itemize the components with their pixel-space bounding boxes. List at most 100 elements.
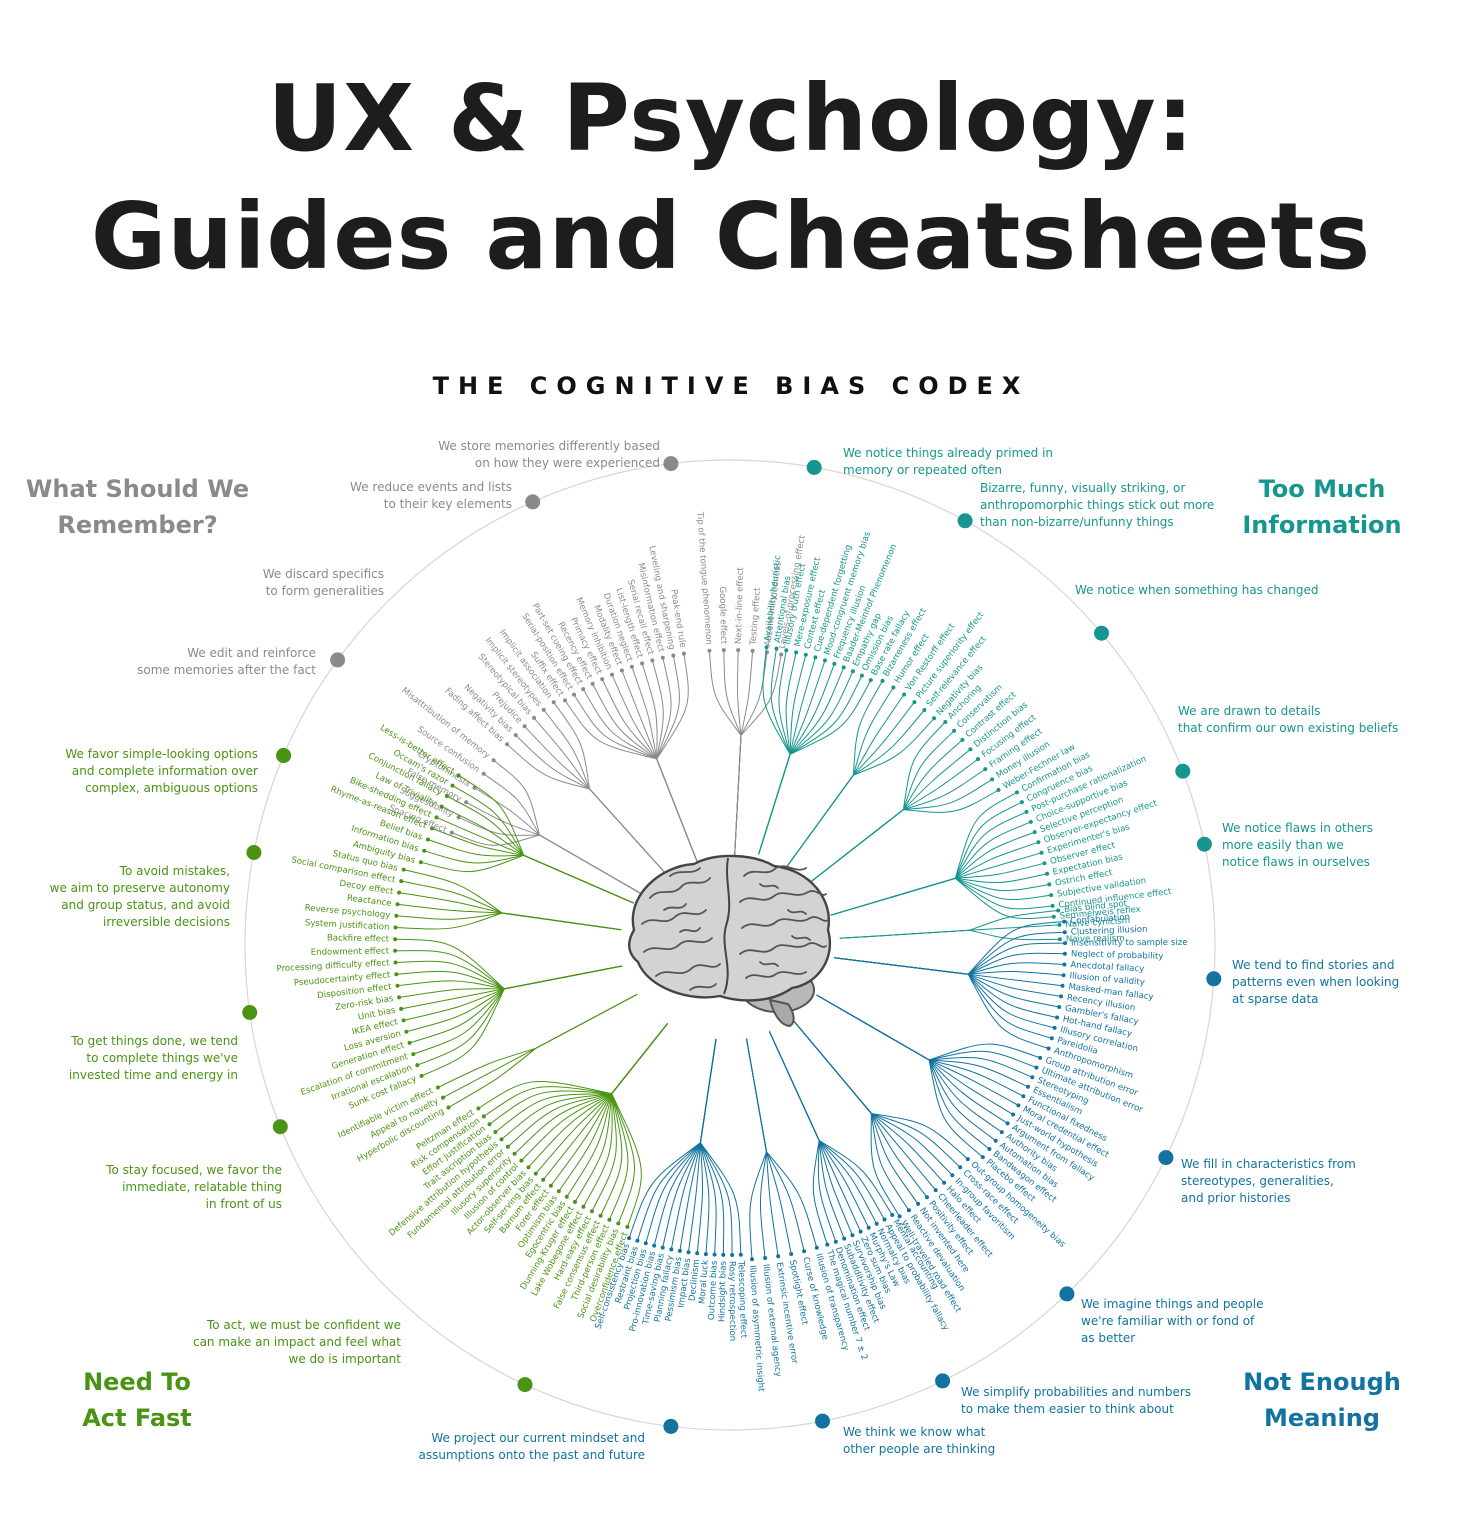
- category-label-line: on how they were experienced: [474, 456, 660, 470]
- branch-line: [592, 683, 698, 862]
- category-label-line: We tend to find stories and: [1232, 958, 1395, 972]
- branch-line: [790, 1017, 901, 1217]
- branch-line: [564, 700, 698, 862]
- bias-node-dot: [730, 1253, 735, 1257]
- bias-node-dot: [541, 1177, 546, 1182]
- branch-line: [420, 854, 634, 904]
- quadrant-title-line: Information: [1242, 511, 1402, 539]
- bias-node-dot: [1055, 1015, 1060, 1020]
- bias-node-dot: [563, 698, 567, 703]
- bias-node-dot: [932, 716, 937, 721]
- branch-line: [830, 831, 1035, 916]
- branch-line: [758, 660, 826, 855]
- bias-label: Clustering illusion: [1071, 925, 1148, 938]
- bias-node-dot: [1038, 1055, 1043, 1060]
- bias-node-dot: [880, 678, 885, 683]
- branch-line: [628, 1038, 717, 1239]
- bias-node-dot: [1046, 1046, 1051, 1051]
- branch-line: [808, 778, 993, 884]
- branch-line: [768, 1031, 853, 1236]
- bias-node-dot: [1042, 861, 1047, 866]
- category-dot: [957, 513, 973, 529]
- category-label-line: to make them easier to think about: [961, 1402, 1174, 1416]
- branch-line: [834, 957, 1064, 976]
- category-dot: [815, 1413, 830, 1429]
- bias-node-dot: [996, 788, 1001, 792]
- category-label-line: we're familiar with or fond of: [1081, 1314, 1255, 1328]
- bias-node-dot: [393, 948, 398, 953]
- bias-label: Backfire effect: [327, 933, 390, 944]
- page-title-line-1: UX & Psychology:: [267, 65, 1195, 172]
- bias-node-dot: [660, 655, 665, 660]
- category-dot: [663, 456, 679, 472]
- branch-line: [785, 709, 925, 869]
- bias-node-dot: [564, 1194, 569, 1199]
- bias-node-dot: [987, 1147, 992, 1151]
- bias-node-dot: [897, 1214, 902, 1219]
- category-label-line: to their key elements: [383, 497, 512, 511]
- bias-node-dot: [493, 1130, 498, 1134]
- bias-label: Moral luck: [697, 1260, 710, 1305]
- branch-line: [746, 1038, 818, 1248]
- branch-line: [723, 650, 742, 856]
- branch-line: [401, 880, 622, 931]
- branch-line: [670, 1038, 717, 1250]
- branch-line: [396, 912, 622, 931]
- category-dot: [1158, 1150, 1174, 1166]
- bias-label: Next-in-line effect: [734, 566, 746, 644]
- branch-line: [834, 921, 1065, 975]
- bias-node-dot: [407, 1040, 412, 1045]
- category-label-line: and complete information over: [71, 764, 258, 778]
- branch-line: [458, 774, 634, 904]
- branch-line: [816, 994, 1041, 1061]
- category-label-line: complex, ambiguous options: [85, 781, 258, 795]
- bias-node-dot: [532, 715, 536, 720]
- bias-node-dot: [1019, 800, 1024, 805]
- bias-node-dot: [712, 1252, 717, 1257]
- bias-node-dot: [401, 1018, 406, 1023]
- bias-node-dot: [397, 890, 402, 895]
- bias-node-dot: [581, 687, 586, 692]
- bias-node-dot: [435, 1085, 440, 1090]
- category-dot: [525, 494, 541, 510]
- branch-line: [834, 957, 1058, 1018]
- category-dot: [663, 1418, 679, 1434]
- bias-node-dot: [491, 758, 496, 763]
- bias-label: Declinism: [688, 1259, 702, 1302]
- bias-label: Naive realism: [1066, 934, 1125, 945]
- quadrant-title-need-to-act-fast: Need To Act Fast: [52, 1364, 222, 1436]
- branch-line: [768, 1031, 870, 1229]
- bias-node-dot: [456, 815, 461, 820]
- branch-line: [785, 717, 935, 869]
- branch-line: [399, 892, 622, 931]
- bias-node-dot: [1061, 973, 1066, 978]
- bias-node-dot: [418, 860, 423, 865]
- bias-node-dot: [1050, 903, 1055, 908]
- bias-node-dot: [738, 1252, 743, 1257]
- category-label-line: we do is important: [288, 1352, 401, 1366]
- category-label-line: We store memories differently based: [438, 439, 660, 453]
- bias-node-dot: [933, 1188, 938, 1193]
- branch-line: [746, 1038, 805, 1252]
- bias-node-dot: [635, 1238, 640, 1243]
- branch-line: [834, 957, 1049, 1049]
- bias-node-dot: [859, 673, 864, 678]
- category-label-line: Bizarre, funny, visually striking, or: [980, 481, 1186, 495]
- branch-line: [830, 791, 1018, 916]
- bias-node-dot: [581, 1204, 586, 1209]
- quadrant-title-not-enough-meaning: Not Enough Meaning: [1222, 1364, 1422, 1436]
- category-label-line: some memories after the fact: [137, 663, 316, 677]
- branch-line: [790, 1017, 928, 1198]
- branch-line: [493, 759, 653, 901]
- branch-line: [768, 1031, 845, 1239]
- bias-node-dot: [394, 972, 399, 977]
- bias-node-dot: [763, 1256, 768, 1260]
- branch-line: [816, 994, 1029, 1088]
- bias-node-dot: [456, 773, 461, 778]
- category-label-line: and prior histories: [1181, 1191, 1291, 1205]
